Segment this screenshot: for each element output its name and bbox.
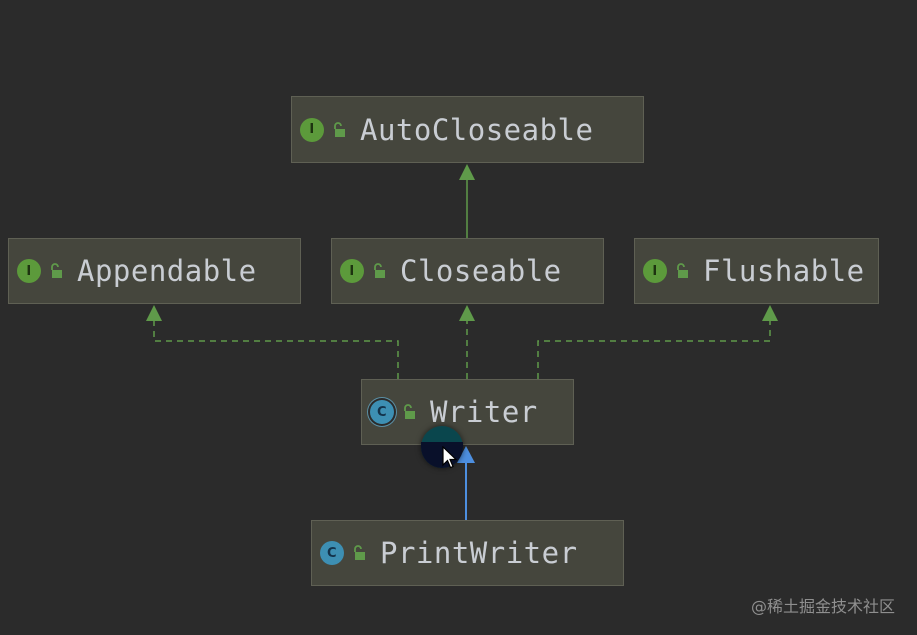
node-label: Flushable: [703, 254, 865, 288]
unlocked-icon: [374, 263, 385, 278]
arrowhead-appendable: [146, 305, 162, 321]
interface-icon: I: [17, 259, 41, 283]
cursor-highlight: [421, 426, 463, 468]
unlocked-icon: [354, 545, 365, 560]
node-printwriter[interactable]: C PrintWriter: [311, 520, 624, 586]
interface-icon: I: [300, 117, 324, 142]
node-writer[interactable]: C Writer: [361, 379, 574, 445]
watermark: @稀土掘金技术社区: [750, 597, 895, 616]
unlocked-icon: [677, 263, 688, 278]
class-icon: C: [370, 400, 394, 424]
node-label: Appendable: [77, 254, 257, 288]
node-flushable[interactable]: I Flushable: [634, 238, 879, 304]
node-autocloseable[interactable]: I AutoCloseable: [291, 96, 644, 163]
arrowhead-flushable: [762, 305, 778, 321]
node-label: Closeable: [400, 254, 562, 288]
node-label: PrintWriter: [380, 536, 578, 570]
arrowhead-closeable: [459, 305, 475, 321]
edge-writer-appendable: [153, 320, 399, 379]
node-appendable[interactable]: I Appendable: [8, 238, 301, 304]
edge-writer-flushable: [537, 320, 771, 379]
arrowhead-writer: [457, 446, 475, 463]
node-label: AutoCloseable: [360, 112, 594, 147]
interface-icon: I: [340, 259, 364, 283]
interface-icon: I: [643, 259, 667, 283]
node-closeable[interactable]: I Closeable: [331, 238, 604, 304]
class-icon: C: [320, 541, 344, 565]
mouse-pointer-icon: [442, 446, 458, 469]
node-label: Writer: [430, 395, 538, 429]
unlocked-icon: [334, 121, 345, 137]
unlocked-icon: [51, 263, 62, 278]
unlocked-icon: [404, 404, 415, 419]
arrowhead-autocloseable: [459, 164, 475, 180]
